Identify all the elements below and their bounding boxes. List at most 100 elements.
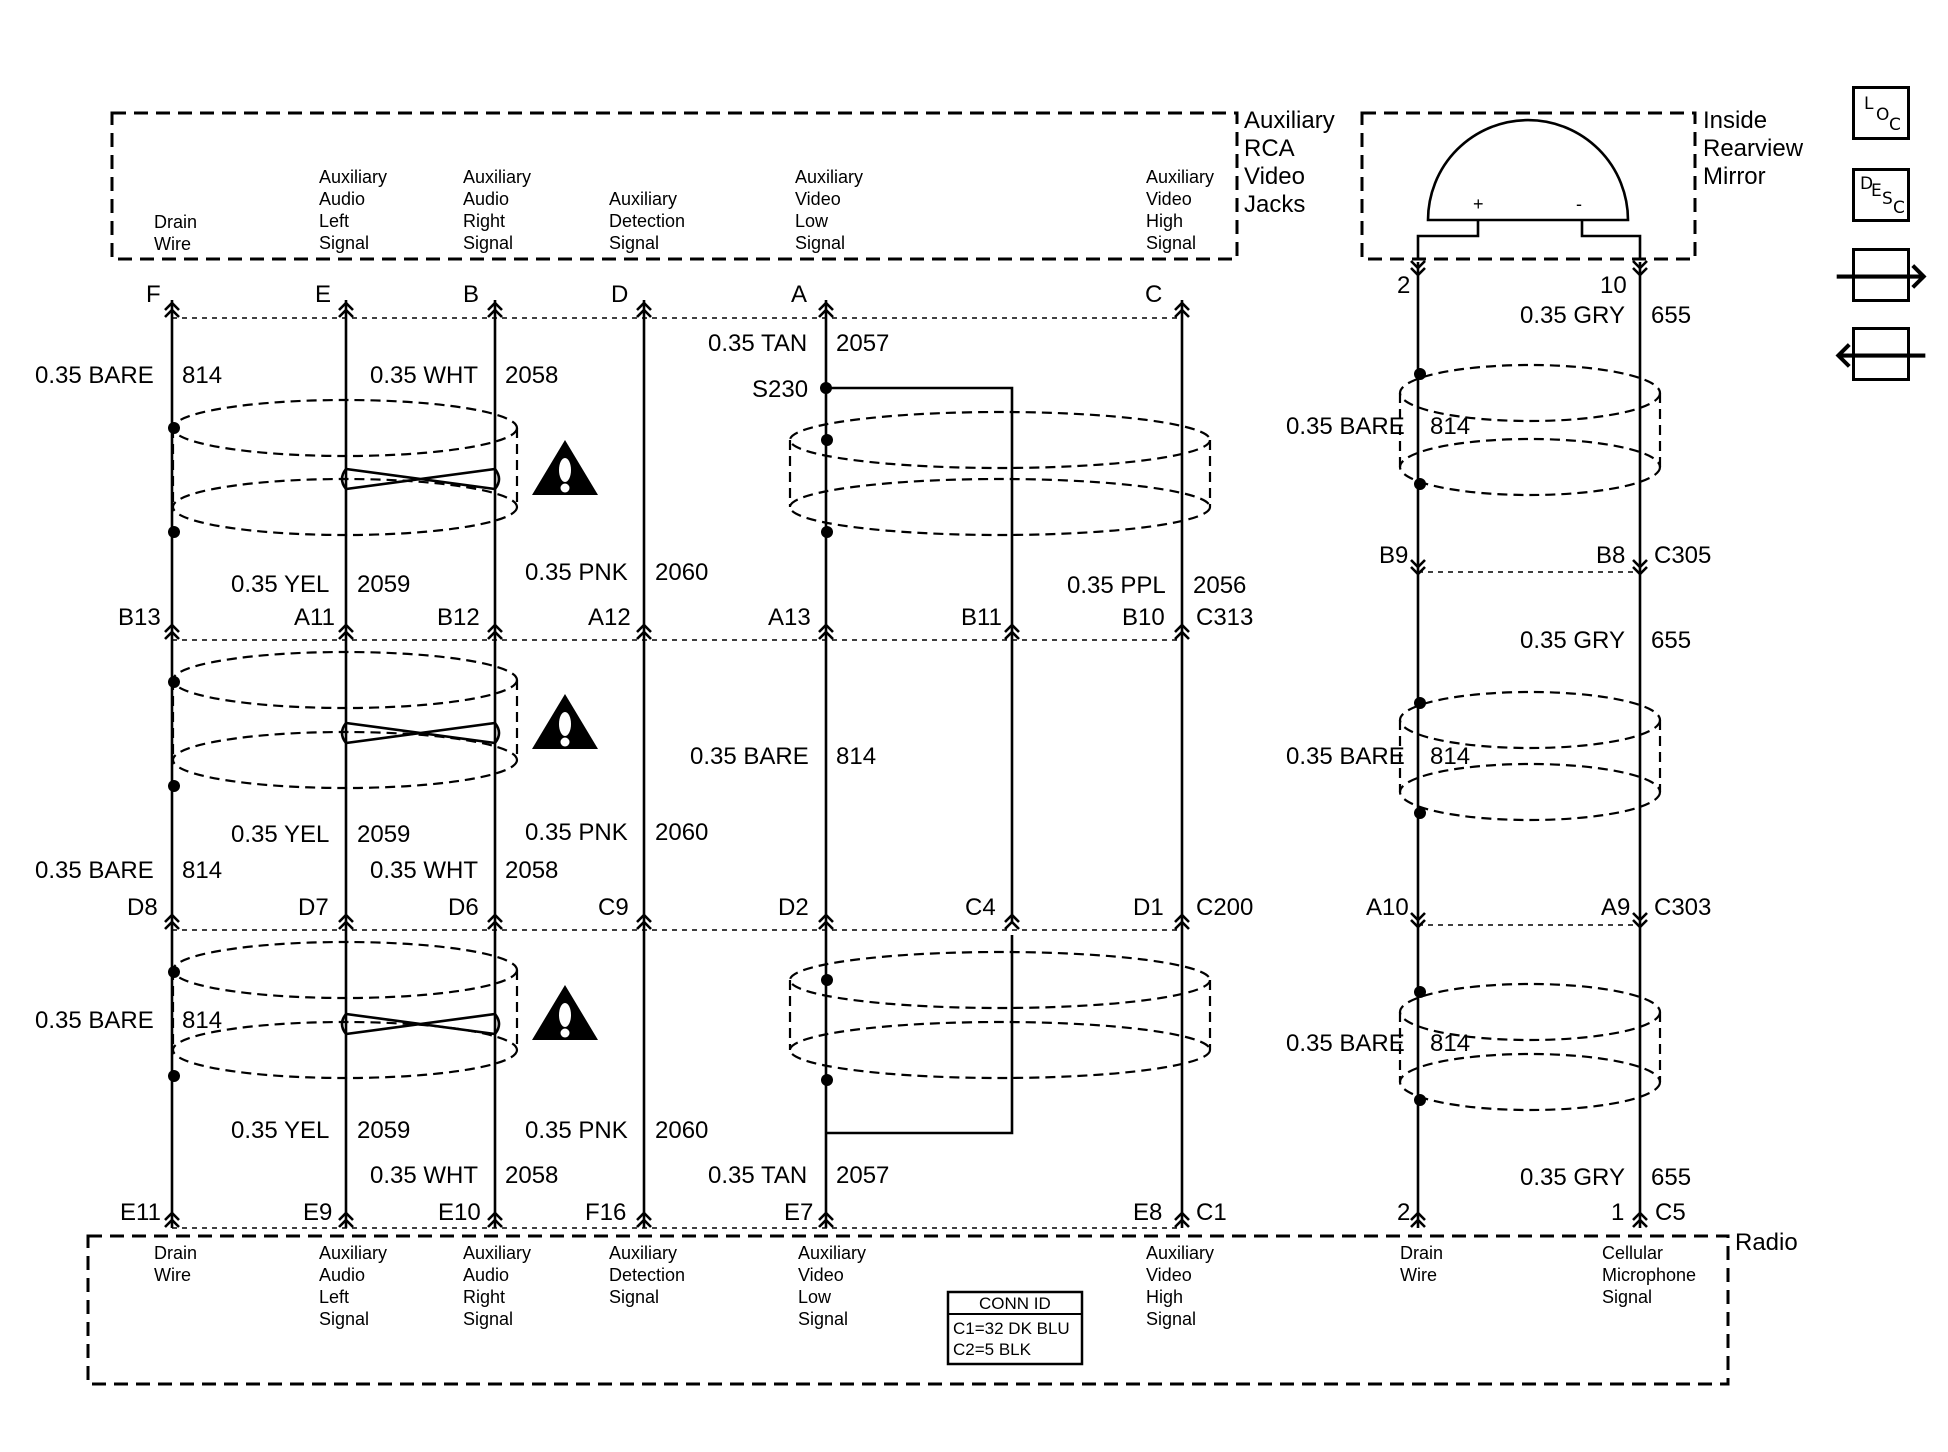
- drain-dot: [821, 434, 833, 446]
- text-line: Auxiliary: [319, 1243, 387, 1263]
- text-line: Detection: [609, 211, 685, 231]
- terminal-chevron: [1410, 267, 1426, 277]
- c313-pin-a12: A12: [588, 604, 631, 631]
- text-line: Auxiliary: [609, 189, 677, 209]
- label-814-4: 814: [182, 1007, 222, 1034]
- label-ppl-1: 0.35 PPL: [1067, 572, 1166, 599]
- terminal-chevron: [1410, 1218, 1426, 1228]
- label-2058-3: 2058: [505, 1162, 558, 1189]
- terminal-chevron: [1004, 913, 1020, 923]
- c313-pin-b13: B13: [118, 604, 161, 631]
- text-line: Right: [463, 1287, 505, 1307]
- drain-dot: [1414, 807, 1426, 819]
- c200-pin-c9: C9: [598, 894, 629, 921]
- mirror-pin-10: 10: [1600, 272, 1627, 299]
- terminal-chevron: [164, 301, 180, 311]
- next-page-button[interactable]: 🡒: [1833, 248, 1929, 302]
- label-tan-1: 0.35 TAN: [708, 330, 807, 357]
- label-yel-2: 0.35 YEL: [231, 821, 329, 848]
- label-bare-1: 0.35 BARE: [35, 362, 154, 389]
- terminal-chevron: [487, 920, 503, 930]
- terminal-chevron: [1410, 260, 1426, 270]
- splice-s230-label: S230: [752, 376, 808, 403]
- label-814-1: 814: [182, 362, 222, 389]
- conn-id-title: CONN ID: [979, 1294, 1051, 1313]
- terminal-chevron: [164, 920, 180, 930]
- text-line: Video: [1146, 1265, 1192, 1285]
- text-line: Audio: [463, 1265, 509, 1285]
- drain-dot: [821, 974, 833, 986]
- twisted-pair: [340, 467, 501, 491]
- prev-page-button[interactable]: 🡐: [1833, 327, 1929, 381]
- text-line: Auxiliary: [1146, 1243, 1214, 1263]
- terminal-chevron: [338, 1218, 354, 1228]
- terminal-chevron: [636, 630, 652, 640]
- terminal-chevron: [338, 308, 354, 318]
- terminal-chevron: [1004, 920, 1020, 930]
- desc-glyph-c: C: [1893, 198, 1905, 218]
- terminal-chevron: [818, 623, 834, 633]
- shield-ellipse: [1398, 762, 1662, 822]
- loc-button[interactable]: L O C: [1852, 86, 1910, 140]
- label-gry-3: 0.35 GRY: [1520, 1164, 1625, 1191]
- c313-pin-b12: B12: [437, 604, 480, 631]
- loc-glyph-l: L: [1864, 94, 1874, 114]
- label-2056-1: 2056: [1193, 572, 1246, 599]
- text-line: Video: [795, 189, 841, 209]
- desc-button[interactable]: D E S C: [1852, 168, 1910, 222]
- label-bare-r1: 0.35 BARE: [1286, 413, 1405, 440]
- terminal-chevron: [818, 920, 834, 930]
- shield-ellipse: [788, 950, 1212, 1010]
- c313-name: C313: [1196, 604, 1253, 631]
- twisted-pair: [340, 721, 501, 745]
- text-line: Auxiliary: [463, 1243, 531, 1263]
- drain-dot: [168, 422, 180, 434]
- terminal-chevron: [636, 913, 652, 923]
- text-line: Mirror: [1703, 163, 1766, 190]
- terminal-chevron: [164, 630, 180, 640]
- terminal-chevron: [1174, 920, 1190, 930]
- terminal-chevron: [1410, 919, 1426, 929]
- c200-pin-d2: D2: [778, 894, 809, 921]
- label-2060-2: 2060: [655, 819, 708, 846]
- mirror-plus-lead: [1416, 220, 1480, 260]
- c313-pin-b11: B11: [961, 604, 1002, 631]
- terminal-chevron: [164, 623, 180, 633]
- rca-jacks-box: [110, 111, 1239, 261]
- terminal-chevron: [338, 920, 354, 930]
- mirror-minus: -: [1576, 194, 1582, 214]
- c200-pin-d8: D8: [127, 894, 158, 921]
- pin-c: C: [1145, 281, 1162, 308]
- mirror-pin-2: 2: [1397, 272, 1410, 299]
- pin-f: F: [146, 281, 161, 308]
- text-line: Auxiliary: [798, 1243, 866, 1263]
- terminal-chevron: [338, 913, 354, 923]
- mirror-plus: +: [1473, 194, 1484, 214]
- terminal-chevron: [818, 308, 834, 318]
- terminal-chevron: [164, 1211, 180, 1221]
- label-2057-1: 2057: [836, 330, 889, 357]
- label-814-r3: 814: [1430, 1030, 1470, 1057]
- text-line: Signal: [609, 1287, 659, 1307]
- pin-d: D: [611, 281, 628, 308]
- conn-id-box: [946, 1290, 1084, 1366]
- label-2059-3: 2059: [357, 1117, 410, 1144]
- terminal-chevron: [818, 301, 834, 311]
- label-655-1: 655: [1651, 302, 1691, 329]
- terminal-chevron: [1632, 1211, 1648, 1221]
- text-line: Signal: [798, 1309, 848, 1329]
- label-pnk-1: 0.35 PNK: [525, 559, 628, 586]
- shield-ellipse: [1398, 690, 1662, 750]
- c313-pin-b10: B10: [1122, 604, 1165, 631]
- c200-pin-d1: D1: [1133, 894, 1164, 921]
- text-line: Signal: [609, 233, 659, 253]
- c313-pin-a11: A11: [294, 604, 335, 631]
- terminal-chevron: [1174, 1211, 1190, 1221]
